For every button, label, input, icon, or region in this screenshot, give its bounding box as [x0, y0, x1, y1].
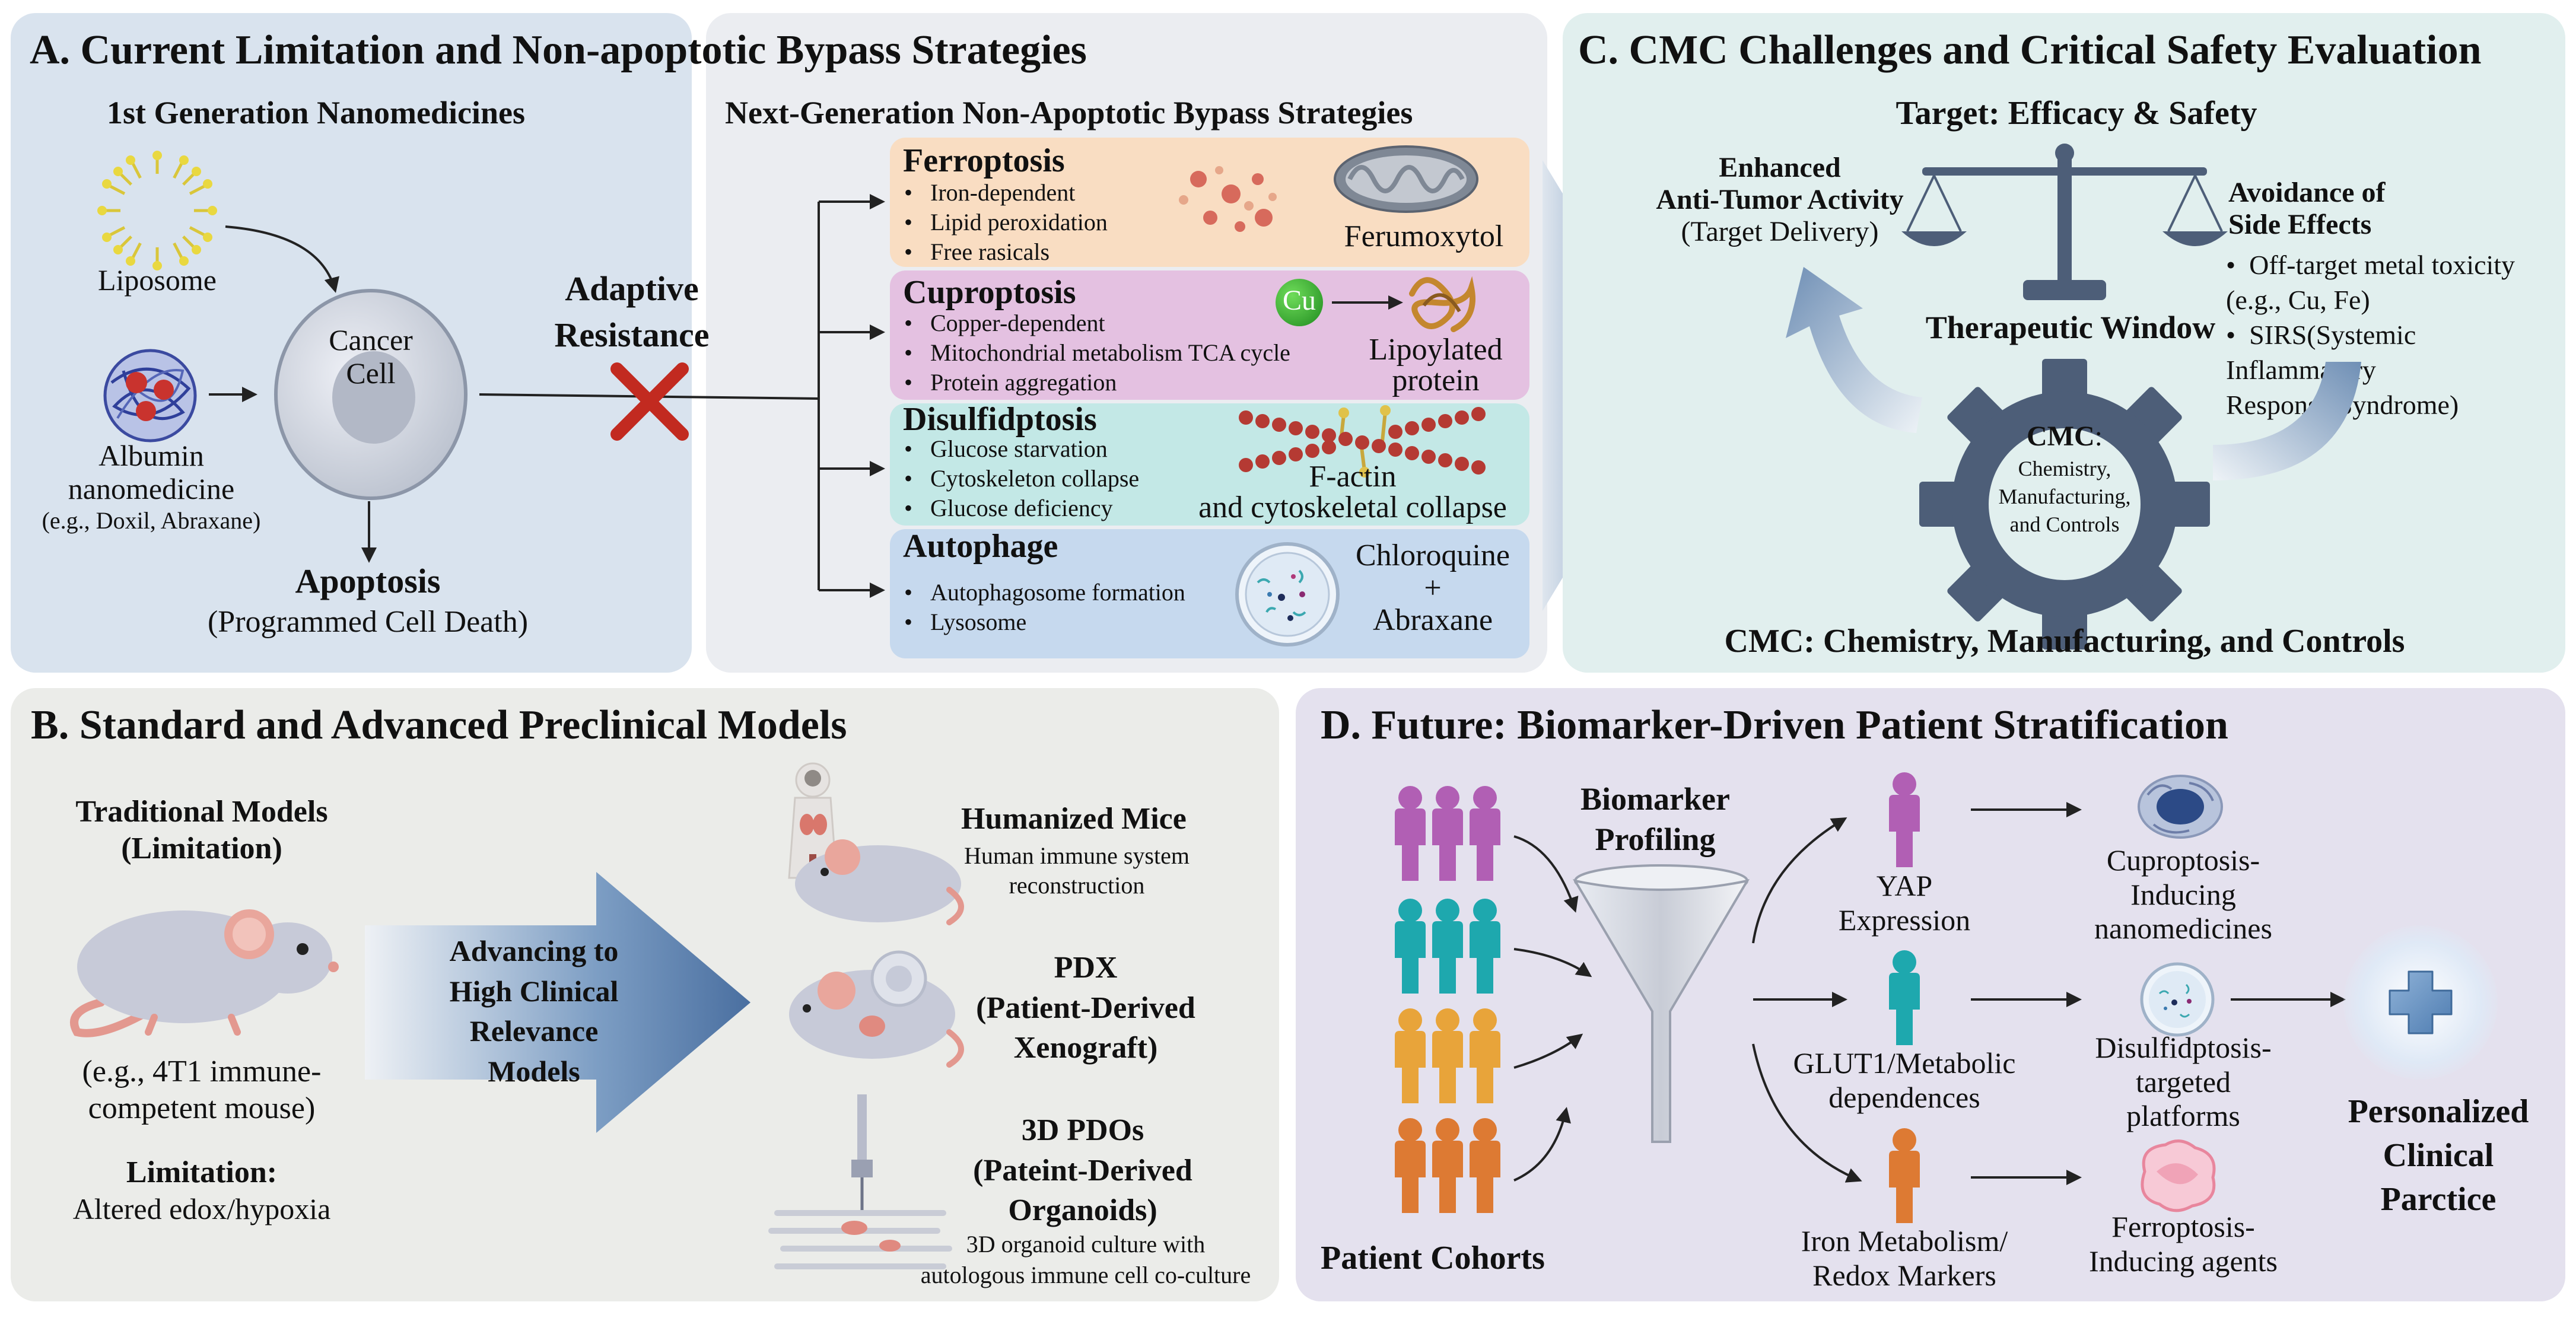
target-heading: Target: Efficacy & Safety: [1896, 95, 2257, 132]
panel-a-title: A. Current Limitation and Non-apoptotic …: [30, 27, 1087, 73]
autophage-bullets: Autophagosome formationLysosome: [904, 578, 1185, 637]
panel-d-title: D. Future: Biomarker-Driven Patient Stra…: [1321, 702, 2228, 748]
autophage-title: Autophage: [903, 528, 1058, 565]
pdx-mouse-icon: [789, 950, 964, 1068]
humanized-mouse-icon: [788, 762, 964, 925]
cmc-footer: CMC: Chemistry, Manufacturing, and Contr…: [1724, 623, 2405, 660]
cuproptosis-title: Cuproptosis: [903, 274, 1076, 311]
cu-to-protein-arrow: [1332, 295, 1403, 310]
example-mouse-label: (e.g., 4T1 immune-competent mouse): [82, 1055, 322, 1126]
petri-dish-small-icon: [2140, 962, 2215, 1037]
nanomedicine-particle-icon: [2138, 775, 2223, 839]
patient-cohorts-label: Patient Cohorts: [1321, 1240, 1545, 1276]
cuproptosis-bullets: Copper-dependentMitochondrial metabolism…: [904, 308, 1290, 397]
f-actin-icon: [1239, 405, 1486, 477]
organoid-culture-icon: [768, 1094, 952, 1269]
medical-cross-icon: [2389, 970, 2453, 1034]
ferroptosis-cell-icon: [2141, 1139, 2216, 1212]
mitochondria-icon: [1334, 145, 1478, 213]
first-gen-heading: 1st Generation Nanomedicines: [107, 95, 525, 130]
next-gen-heading: Next-Generation Non-Apoptotic Bypass Str…: [725, 95, 1413, 130]
disulfidptosis-bullets: Glucose starvationCytoskeleton collapseG…: [904, 434, 1139, 523]
humanized-mice-title: Humanized Mice: [961, 802, 1187, 836]
ferroptosis-bullets: Iron-dependentLipid peroxidationFree ras…: [904, 178, 1108, 267]
advancing-arrow: [365, 872, 750, 1133]
yap-person-icon: [1889, 772, 1920, 867]
ferroptosis-agents-label: Ferroptosis-Inducing agents: [2089, 1210, 2278, 1278]
mouse-icon: [70, 909, 339, 1037]
cmc-gear-icon: [1919, 359, 2210, 650]
disulfidptosis-title: Disulfidptosis: [903, 401, 1097, 438]
petri-dish-icon: [1235, 542, 1340, 647]
balance-scale-icon: [1901, 144, 2228, 300]
limitation-text: Altered edox/hypoxia: [72, 1192, 331, 1225]
liposome-label: Liposome: [98, 263, 217, 297]
apoptosis-sub: (Programmed Cell Death): [207, 605, 529, 639]
glut-person-icon: [1889, 950, 1920, 1045]
ferumoxytol-label: Ferumoxytol: [1344, 219, 1504, 253]
traditional-models-label: Traditional Models(Limitation): [75, 795, 328, 866]
liposome-icon: [97, 151, 217, 270]
ferroptosis-title: Ferroptosis: [903, 142, 1065, 179]
cancer-cell-icon: [274, 289, 468, 500]
panel-b-title: B. Standard and Advanced Preclinical Mod…: [31, 702, 847, 748]
albumin-nanomedicine-icon: [103, 349, 197, 442]
iron-markers-label: Iron Metabolism/Redox Markers: [1801, 1224, 2008, 1292]
panel-c-title: C. CMC Challenges and Critical Safety Ev…: [1578, 27, 2482, 73]
limitation-heading: Limitation:: [126, 1155, 278, 1189]
gear-label: CMC: Chemistry,Manufacturing,and Control…: [1998, 421, 2131, 536]
copper-label: Cu: [1282, 285, 1316, 316]
iron-particles-icon: [1179, 166, 1277, 232]
blocked-x-icon: [610, 362, 689, 441]
lipoylated-protein-icon: [1409, 276, 1475, 332]
cycle-arrows: [1786, 267, 2361, 480]
copper-icon: [1276, 279, 1323, 326]
therapeutic-window-label: Therapeutic Window: [1925, 310, 2216, 345]
iron-person-icon: [1889, 1128, 1920, 1223]
chloroquine-abraxane-label: Chloroquine+Abraxane: [1356, 539, 1510, 638]
funnel-icon: [1572, 864, 1750, 1143]
apoptosis-label: Apoptosis: [295, 562, 441, 600]
